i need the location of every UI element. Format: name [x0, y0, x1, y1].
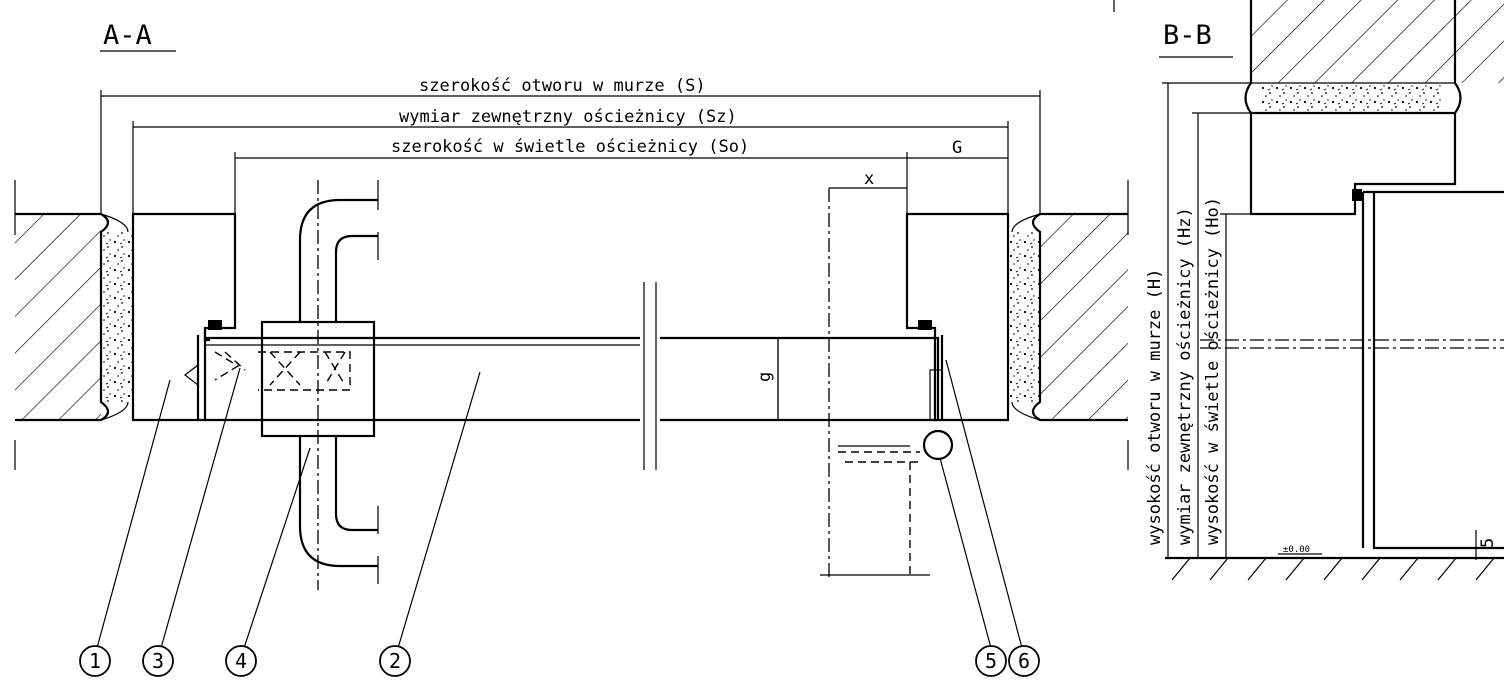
dim-frame-outer-height-label: wymiar zewnętrzny ościeżnicy (Hz) — [1175, 207, 1195, 545]
dim-g-lower-label: g — [755, 372, 775, 382]
section-bb: B-B — [1113, 0, 1504, 581]
dimension-lines — [100, 90, 1041, 420]
svg-text:1: 1 — [89, 649, 101, 673]
dim-opening-width-label: szerokość otworu w murze (S) — [419, 76, 706, 96]
dim-frame-clear-width-label: szerokość w świetle ościeżnicy (So) — [391, 137, 749, 157]
lock-body — [214, 351, 351, 391]
callout-4: 4 — [225, 645, 257, 677]
svg-text:3: 3 — [152, 649, 164, 673]
leader-lines — [96, 359, 1023, 649]
callout-5: 5 — [975, 645, 1007, 677]
left-frame-jamb — [131, 212, 237, 422]
svg-text:6: 6 — [1018, 649, 1030, 673]
callout-3: 3 — [142, 645, 174, 677]
dim-g-upper-label: G — [952, 138, 962, 158]
right-wall — [1008, 212, 1128, 422]
dim-frame-clear-height-label: wysokość w świetle ościeżnicy (Ho) — [1203, 197, 1223, 545]
left-wall — [15, 212, 133, 422]
callout-2: 2 — [379, 645, 411, 677]
dim-x-label: x — [864, 169, 874, 189]
callout-1: 1 — [79, 645, 111, 677]
right-frame-jamb — [905, 212, 1010, 422]
dim-5-label: 5 — [1478, 538, 1498, 548]
section-bb-title: B-B — [1163, 20, 1212, 51]
dim-frame-outer-width-label: wymiar zewnętrzny ościeżnicy (Sz) — [399, 107, 737, 127]
door-leaf — [205, 282, 940, 470]
section-aa-title: A-A — [103, 20, 152, 51]
section-aa: A-A — [14, 20, 1129, 677]
svg-text:2: 2 — [389, 649, 401, 673]
callout-6: 6 — [1008, 645, 1040, 677]
floor-hatch — [1171, 557, 1495, 581]
dim-opening-height-label: wysokość otworu w murze (H) — [1145, 269, 1165, 545]
svg-text:5: 5 — [985, 649, 997, 673]
svg-text:4: 4 — [235, 649, 247, 673]
level-mark: ±0.00 — [1283, 545, 1310, 555]
pull-handle — [260, 180, 379, 590]
hinge — [820, 188, 954, 578]
